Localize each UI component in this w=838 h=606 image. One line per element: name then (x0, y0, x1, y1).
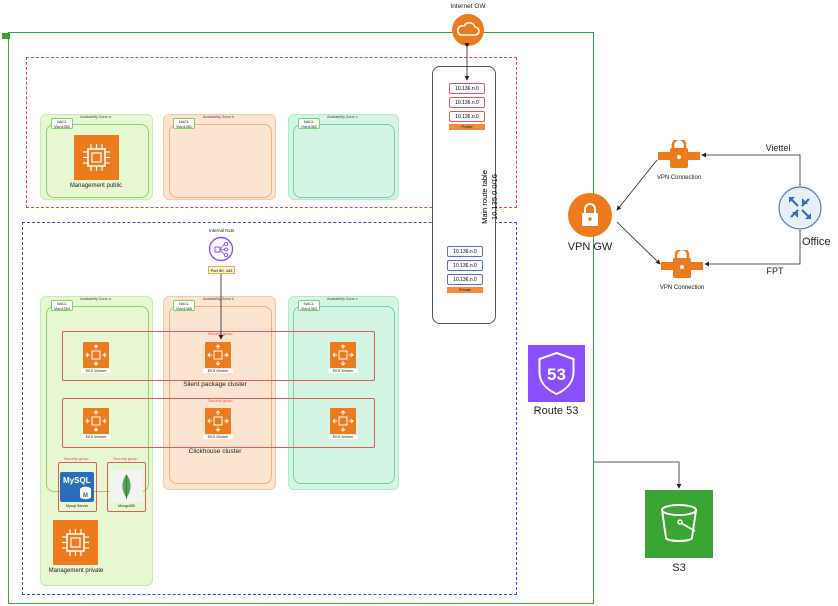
s3-bucket-icon[interactable] (645, 490, 713, 558)
office-viettel-connector (701, 152, 801, 186)
vpc-tag (2, 33, 10, 39)
eks-worker-label: EKS Worker (328, 435, 358, 439)
private-az-c-inner (293, 306, 395, 484)
nacl-badge: NACL Vlan1354 (51, 300, 73, 311)
vpn-connection-label: VPN Connection (656, 175, 702, 181)
nacl-text: NACL Vlan1355 (175, 302, 193, 311)
mongodb-label: MongoDB (118, 504, 135, 508)
route-table-cidr-text: 10.135.0.0/16 (490, 174, 499, 220)
public-az-c-inner (293, 124, 395, 198)
public-az-b-inner (169, 124, 272, 198)
private-tag: Private (447, 287, 483, 293)
az-label: Availability Zone b (203, 297, 234, 301)
route-table-title: Main route table (480, 152, 489, 242)
s3-connector (594, 461, 682, 489)
eks-worker-label: EKS Worker (328, 369, 358, 373)
eks-worker-icon[interactable] (83, 408, 109, 434)
mongodb-icon[interactable] (110, 470, 143, 502)
nacl-text: NACL Vlan1354 (53, 302, 71, 311)
route-row: 10.136.n.0 (447, 246, 483, 257)
mongodb-security-group (107, 462, 146, 512)
vpn-connection-icon[interactable] (658, 137, 700, 172)
cloud-icon[interactable] (451, 13, 485, 47)
eks-worker-icon[interactable] (205, 342, 231, 368)
clickhouse-cluster-label: Clickhouse cluster (188, 448, 242, 455)
private-az-c (288, 296, 399, 490)
route-row: 10.136.n.0 (449, 83, 485, 94)
nlb-icon[interactable] (208, 236, 234, 262)
az-label: Availability Zone a (80, 297, 111, 301)
eks-worker-icon[interactable] (205, 408, 231, 434)
vpn-conn1-connector (616, 159, 658, 211)
route-row: 10.136.n.0 (447, 260, 483, 271)
vpn-connection-icon[interactable] (661, 247, 703, 282)
az-label: Availability Zone c (327, 297, 358, 301)
az-label: Availability Zone a (80, 115, 111, 119)
nacl-badge: NACL Vlan1355 (173, 300, 195, 311)
mysql-icon[interactable]: MySQL M (60, 472, 94, 502)
security-group-label: Security group (64, 457, 89, 461)
management-public-label: Management public (69, 183, 123, 189)
private-az-a-inner (46, 306, 149, 492)
ec2-instance-icon[interactable] (53, 520, 98, 565)
s3-label: S3 (672, 562, 686, 574)
eks-worker-label: EKS Worker (203, 435, 233, 439)
nacl-text: NACL Vlan1350 (53, 120, 71, 129)
private-az-b (163, 296, 276, 490)
route-row: 10.136.n.0 (449, 111, 485, 122)
mysql-security-group (58, 462, 97, 512)
vpn-gw-label: VPN GW (567, 241, 613, 253)
nacl-badge: NACL Vlan1351 (173, 118, 195, 129)
office-fpt-connector (704, 230, 801, 267)
eks-worker-icon[interactable] (83, 342, 109, 368)
vpn-gateway-icon[interactable] (567, 192, 613, 238)
az-label: Availability Zone b (203, 115, 234, 119)
eks-worker-label: EKS Worker (203, 369, 233, 373)
router-icon[interactable] (778, 186, 822, 230)
private-subnet-boundary (22, 222, 517, 595)
office-label: Office (802, 236, 831, 248)
management-private-label: Management private (48, 568, 104, 574)
internal-nlb-label: Internal NLB (209, 228, 235, 233)
security-group-label: Security group (113, 457, 138, 461)
route-row: 10.136.n.0 (449, 97, 485, 108)
route53-icon[interactable]: 53 (528, 345, 585, 402)
eks-worker-icon[interactable] (330, 342, 356, 368)
nacl-badge: NACL Vlan1353 (298, 300, 320, 311)
isp-viettel-label: Viettel (765, 143, 791, 153)
silent-package-security-group (62, 331, 375, 381)
security-group-label: Security group (208, 332, 233, 336)
az-label: Availability Zone c (327, 115, 358, 119)
vpn-connection-label: VPN Connection (659, 285, 705, 291)
route-row: 10.136.n.0 (447, 274, 483, 285)
vpn-conn2-connector (616, 221, 661, 265)
eks-worker-icon[interactable] (330, 408, 356, 434)
route53-label: Route 53 (533, 405, 579, 417)
private-az-b-inner (169, 306, 272, 484)
internet-gw-label: Internet GW (450, 3, 486, 10)
mysql-logo-text: MySQL (63, 476, 91, 485)
nacl-badge: NACL Vlan1350 (51, 118, 73, 129)
port-badge: Port 80, 443 (208, 266, 235, 274)
ec2-instance-icon[interactable] (74, 135, 119, 180)
clickhouse-security-group (62, 398, 375, 448)
route-table-cidr: 10.135.0.0/16 (490, 152, 499, 242)
public-subnet-boundary (26, 57, 517, 208)
vpc-boundary (8, 32, 594, 604)
nacl-text: NACL Vlan1353 (300, 302, 318, 311)
mysql-label: Mysql Server (65, 504, 89, 508)
public-az-a-inner (46, 124, 149, 198)
silent-cluster-label: Silent package cluster (183, 381, 247, 388)
isp-fpt-label: FPT (766, 266, 784, 276)
eks-worker-label: EKS Worker (81, 369, 111, 373)
svg-text:M: M (83, 493, 88, 499)
public-tag: Public (449, 124, 485, 130)
nacl-badge: NACL Vlan1352 (298, 118, 320, 129)
security-group-label: Security group (208, 399, 233, 403)
eks-worker-label: EKS Worker (81, 435, 111, 439)
nacl-text: NACL Vlan1351 (175, 120, 193, 129)
nacl-text: NACL Vlan1352 (300, 120, 318, 129)
route53-number: 53 (547, 365, 566, 384)
route-table-title-text: Main route table (480, 170, 489, 224)
